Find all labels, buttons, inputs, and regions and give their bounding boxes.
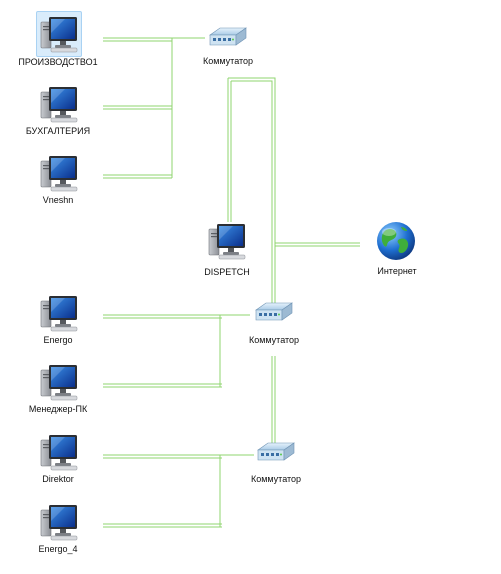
link-switch-top-down [228, 77, 276, 312]
link-buhgalteria-switch-top [103, 105, 172, 110]
node-label: Коммутатор [248, 335, 300, 345]
link-proizvodstvo-switch-top [103, 37, 172, 42]
link-direktor-switch-bottom [103, 454, 222, 459]
computer-icon [40, 362, 80, 407]
link-energo-switch-mid [103, 314, 222, 319]
link-manager-switch-mid [103, 383, 222, 388]
node-label: Vneshn [42, 195, 74, 205]
link-switch-top-dispatch [227, 78, 232, 222]
node-label: ПРОИЗВОДСТВО1 [18, 57, 98, 67]
link-internet [275, 242, 360, 247]
computer-icon [40, 432, 80, 477]
computer-icon [40, 293, 80, 338]
node-label: БУХГАЛТЕРИЯ [25, 126, 91, 136]
globe-icon [374, 219, 418, 268]
node-label: Интернет [377, 266, 417, 276]
computer-icon [208, 221, 248, 266]
computer-icon [40, 84, 80, 129]
node-label: Energo [43, 335, 73, 345]
network-switch-icon [206, 25, 250, 56]
node-label: Коммутатор [202, 56, 254, 66]
node-label: Direktor [42, 474, 74, 484]
computer-icon [40, 502, 80, 547]
node-label: Менеджер-ПК [28, 404, 88, 414]
link-switch-mid-bottom [271, 356, 276, 445]
network-switch-icon [254, 440, 298, 471]
node-label: DISPETCH [204, 267, 250, 277]
network-switch-icon [252, 300, 296, 331]
node-label: Energo_4 [38, 544, 78, 554]
computer-icon [40, 14, 80, 59]
node-label: Коммутатор [250, 474, 302, 484]
computer-icon [40, 153, 80, 198]
link-energo4-switch-bottom [103, 523, 222, 528]
link-vneshn-switch-top [103, 174, 172, 179]
